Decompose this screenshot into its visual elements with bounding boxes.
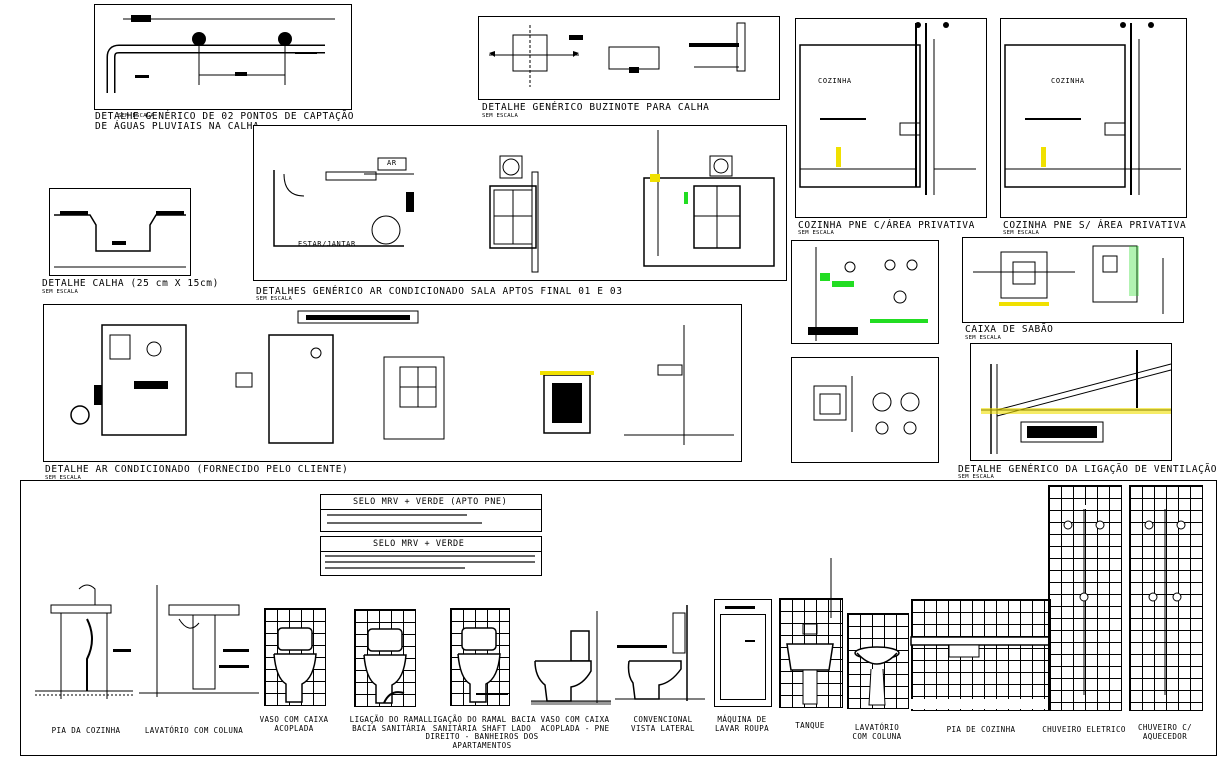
panel-ar-sala: ESTAR/JANTAR AR	[253, 125, 787, 281]
panel-ar-cliente	[43, 304, 742, 462]
fixture-lavatorio-drawing	[854, 646, 900, 706]
fixture-label-maquina: MÁQUINA DE LAVAR ROUPA	[714, 715, 770, 733]
fixture-ramal-drawing	[363, 628, 407, 704]
fixture-pia-tiles	[911, 599, 1051, 711]
cozinha-pne-s-drawing	[1004, 22, 1181, 195]
fixture-label-tanque: TANQUE	[795, 721, 825, 730]
fixture-label-ramal: LIGAÇÃO DO RAMAL BACIA SANITÁRIA	[349, 715, 429, 733]
panel-captacao	[94, 4, 352, 110]
ar-cliente-drawing	[70, 310, 734, 445]
selo-box: SELO MRV + VERDE	[320, 536, 542, 576]
panel-lavatorio-detalhe	[791, 357, 939, 463]
selo-title: SELO MRV + VERDE	[373, 539, 465, 549]
fixture-label-chuveiro-eletrico: CHUVEIRO ELETRICO	[1042, 725, 1126, 734]
fixture-vaso-drawing	[273, 627, 317, 703]
selo-pne-box: SELO MRV + VERDE (APTO PNE)	[320, 494, 542, 532]
ar-sala-drawing	[273, 130, 775, 273]
panel-calha	[49, 188, 191, 276]
panel-instalacao	[791, 240, 939, 344]
fixture-tanque-drawing	[786, 558, 834, 705]
captacao-drawing	[106, 15, 335, 93]
fixture-pia-drawing	[910, 636, 1050, 709]
lavatorio-detalhe-drawing	[813, 376, 920, 435]
caixa-sabao-scale: SEM ESCALA	[965, 335, 1002, 341]
fixture-label-vaso: VASO COM CAIXA ACOPLADA	[259, 715, 329, 733]
cozinha-pne-c-title: COZINHA PNE C/ÁREA PRIVATIVA	[798, 220, 975, 231]
buzinote-drawing	[489, 22, 746, 87]
fixture-label-chuveiro-aquecedor: CHUVEIRO C/ AQUECEDOR	[1137, 723, 1193, 741]
fixture-chuveiro-aquecedor-tiles	[1129, 485, 1203, 711]
ar-sala-room-label: ESTAR/JANTAR	[298, 240, 356, 248]
selo-pne-title: SELO MRV + VERDE (APTO PNE)	[353, 497, 508, 507]
fixture-label-convencional: CONVENCIONAL VISTA LATERAL	[631, 715, 695, 733]
ventilacao-scale: SEM ESCALA	[958, 474, 995, 480]
fixture-pia-cozinha-drawing	[35, 584, 133, 699]
ar-sala-scale: SEM ESCALA	[256, 296, 293, 302]
cozinha-pne-s-title: COZINHA PNE S/ ÁREA PRIVATIVA	[1003, 220, 1187, 231]
panel-caixa-sabao	[962, 237, 1184, 323]
fixture-label-pia-da-cozinha: PIA DA COZINHA	[51, 726, 121, 735]
instalacao-drawing	[808, 247, 928, 341]
panel-ventilacao	[970, 343, 1172, 461]
fixture-label-vaso-pne: VASO COM CAIXA ACOPLADA - PNE	[540, 715, 610, 733]
calha-drawing	[54, 211, 186, 268]
fixture-chuveiro-eletrico-drawing	[1063, 505, 1105, 695]
panel-fixtures: SELO MRV + VERDE (APTO PNE) SELO MRV + V…	[20, 480, 1217, 756]
fixture-shaft-drawing	[457, 627, 508, 703]
buzinote-title: DETALHE GENÉRICO BUZINOTE PARA CALHA	[482, 102, 710, 113]
caixa-sabao-drawing	[973, 245, 1164, 314]
fixture-convencional-drawing	[615, 605, 705, 701]
calha-title: DETALHE CALHA (25 cm X 15cm)	[42, 278, 219, 289]
caixa-sabao-title: CAIXA DE SABÃO	[965, 324, 1054, 335]
ar-sala-tag: AR	[387, 159, 397, 167]
fixture-label-lavatorio: LAVATÓRIO COM COLUNA	[852, 723, 902, 741]
cozinha-pne-s-scale: SEM ESCALA	[1003, 230, 1040, 236]
ar-cliente-scale: SEM ESCALA	[45, 475, 82, 481]
fixture-lavatorio-coluna-drawing	[139, 585, 259, 697]
calha-scale: SEM ESCALA	[42, 289, 79, 295]
fixture-label-lavatorio-coluna: LAVATÓRIO COM COLUNA	[144, 726, 244, 735]
ventilacao-title: DETALHE GENÉRICO DA LIGAÇÃO DE VENTILAÇÃ…	[958, 464, 1218, 475]
captacao-scale: SEM ESCALA	[118, 113, 155, 119]
fixture-label-pia-de-cozinha: PIA DE COZINHA	[946, 725, 1016, 734]
fixture-chuveiro-aquecedor-drawing	[1144, 509, 1186, 695]
fixture-maquina-box	[714, 599, 772, 707]
fixture-label-shaft: LIGAÇÃO DO RAMAL BACIA SANITÁRIA SHAFT L…	[425, 715, 539, 750]
captacao-title: DETALHE GENÉRICO DE 02 PONTOS DE CAPTAÇÃ…	[95, 111, 355, 122]
cozinha-pne-c-drawing	[799, 22, 976, 195]
panel-buzinote	[478, 16, 780, 100]
ar-sala-title: DETALHES GENÉRICO AR CONDICIONADO SALA A…	[256, 286, 623, 297]
ar-cliente-title: DETALHE AR CONDICIONADO (FORNECIDO PELO …	[45, 464, 349, 475]
captacao-title-line2: DE ÁGUAS PLUVIAIS NA CALHA	[95, 121, 260, 132]
cozinha-s-room-label: COZINHA	[1051, 77, 1085, 85]
panel-cozinha-pne-s: COZINHA	[1000, 18, 1187, 218]
buzinote-scale: SEM ESCALA	[482, 113, 519, 119]
ventilacao-drawing	[981, 350, 1172, 454]
panel-cozinha-pne-c: COZINHA	[795, 18, 987, 218]
cozinha-pne-c-scale: SEM ESCALA	[798, 230, 835, 236]
fixture-vaso-pne-drawing	[531, 611, 611, 705]
cozinha-c-room-label: COZINHA	[818, 77, 852, 85]
